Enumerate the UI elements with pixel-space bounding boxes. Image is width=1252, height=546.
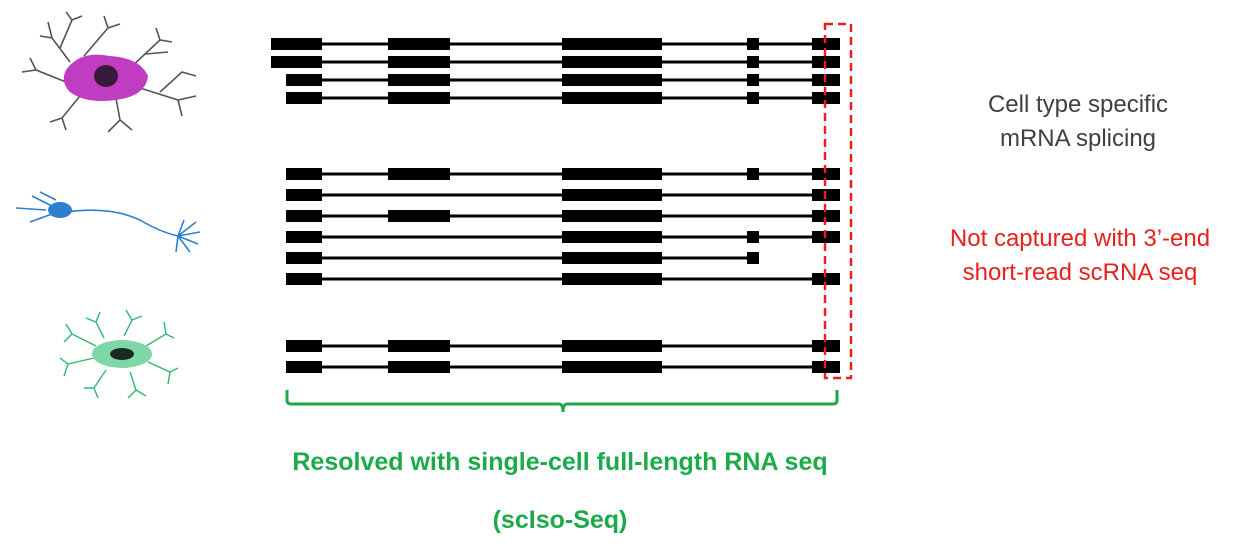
exon-block [747, 38, 759, 50]
exon-block [747, 252, 759, 264]
isoform-track [286, 231, 840, 243]
not-captured-note: Not captured with 3’-end short-read scRN… [902, 222, 1252, 290]
exon-block [812, 273, 840, 285]
exon-block [562, 231, 662, 243]
isoform-track [286, 252, 759, 264]
resolved-caption: Resolved with single-cell full-length RN… [292, 448, 828, 476]
method-caption: (scIso-Seq) [492, 506, 628, 534]
isoform-track [286, 340, 840, 352]
exon-block [812, 92, 840, 104]
exon-block [388, 210, 450, 222]
exon-block [388, 92, 450, 104]
exon-block [286, 210, 322, 222]
exon-block [562, 361, 662, 373]
exon-block [286, 189, 322, 201]
exon-block [271, 38, 322, 50]
exon-block [562, 38, 662, 50]
exon-block [747, 168, 759, 180]
isoform-track [286, 74, 840, 86]
exon-block [812, 210, 840, 222]
exon-block [562, 252, 662, 264]
cell-type-note-line2: mRNA splicing [999, 125, 1157, 152]
cell-type-note: Cell type specific mRNA splicing [930, 88, 1226, 156]
isoform-tracks [271, 38, 840, 373]
exon-block [271, 56, 322, 68]
not-captured-note-line1: Not captured with 3’-end [949, 225, 1211, 252]
cell-type-note-line1: Cell type specific [987, 91, 1169, 118]
isoform-track [286, 361, 840, 373]
exon-block [562, 92, 662, 104]
exon-block [286, 168, 322, 180]
exon-block [747, 231, 759, 243]
exon-block [388, 74, 450, 86]
exon-block [286, 231, 322, 243]
bipolar-neuron-icon [15, 191, 201, 253]
isoform-track [286, 189, 840, 201]
exon-block [747, 74, 759, 86]
glial-cell-icon [59, 309, 179, 399]
exon-block [286, 74, 322, 86]
isoform-track [271, 38, 840, 50]
isoform-track [286, 210, 840, 222]
exon-block [286, 340, 322, 352]
green-brace [285, 390, 839, 413]
exon-block [286, 273, 322, 285]
exon-block [562, 210, 662, 222]
exon-block [388, 38, 450, 50]
exon-block [562, 74, 662, 86]
isoform-track [286, 273, 840, 285]
exon-block [812, 38, 840, 50]
exon-block [812, 168, 840, 180]
exon-block [562, 340, 662, 352]
exon-block [812, 340, 840, 352]
exon-block [286, 252, 322, 264]
multipolar-neuron-icon [21, 11, 197, 133]
exon-block [388, 168, 450, 180]
exon-block [747, 56, 759, 68]
isoform-track [286, 92, 840, 104]
isoform-track [286, 168, 840, 180]
isoform-track [271, 56, 840, 68]
exon-block [562, 168, 662, 180]
exon-block [562, 56, 662, 68]
exon-block [388, 361, 450, 373]
exon-block [388, 340, 450, 352]
exon-block [747, 92, 759, 104]
exon-block [562, 189, 662, 201]
exon-block [286, 361, 322, 373]
exon-block [388, 56, 450, 68]
highlight-box [823, 22, 853, 380]
not-captured-note-line2: short-read scRNA seq [962, 259, 1198, 286]
exon-block [286, 92, 322, 104]
exon-block [562, 273, 662, 285]
